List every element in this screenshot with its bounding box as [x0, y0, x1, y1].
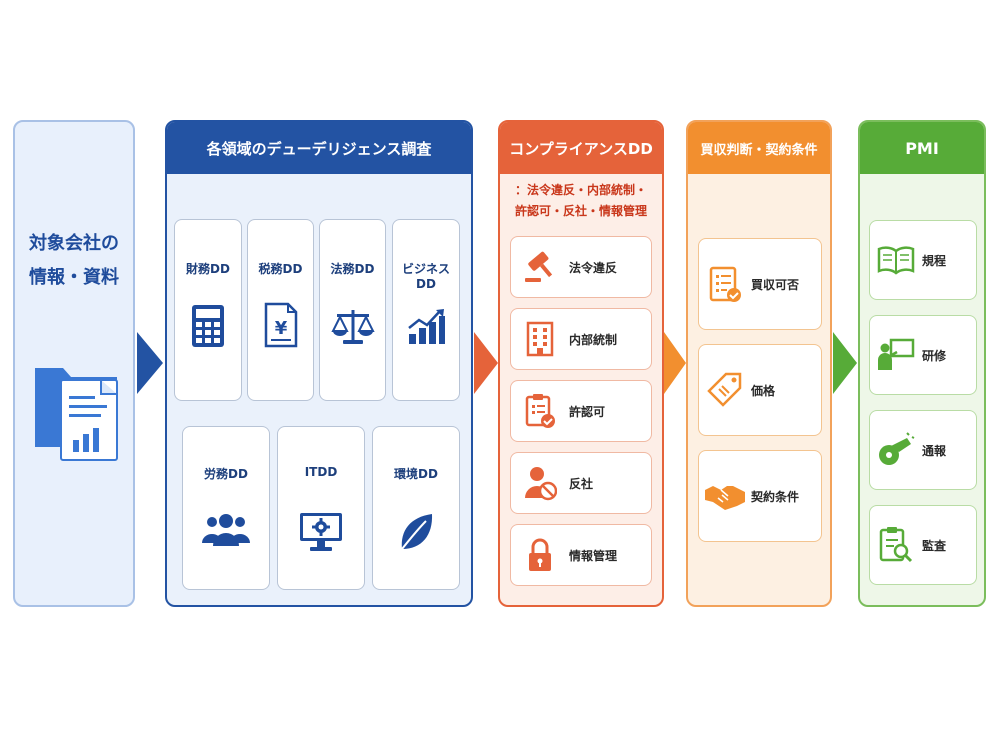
- gavel-icon: [525, 251, 553, 282]
- compliance-item-label: 法令違反: [569, 260, 618, 275]
- decision-item-acquisition: 買収可否: [698, 238, 822, 330]
- checklist-icon: [709, 266, 741, 302]
- clipboard-magnifier-icon: [879, 527, 913, 563]
- dd-item-label: 税務DD: [258, 262, 303, 276]
- flow-arrow-4: [833, 332, 857, 394]
- compliance-item-antisocial: 反社: [510, 452, 652, 514]
- pmi-header: PMI: [860, 122, 984, 174]
- flow-arrow-3: [664, 332, 686, 394]
- decision-item-label: 契約条件: [751, 489, 800, 504]
- yen-document-icon: ¥: [264, 302, 297, 348]
- compliance-subtitle: ：法令違反・内部統制・ 許認可・反社・情報管理: [500, 180, 662, 222]
- decision-item-price: 価格: [698, 344, 822, 436]
- scales-icon: [330, 310, 375, 344]
- clipboard-check-icon: [525, 394, 555, 428]
- pmi-item-label: 規程: [922, 253, 947, 268]
- building-icon: [526, 321, 554, 357]
- flow-arrow-1: [137, 332, 163, 394]
- dd-item-finance: 財務DD: [174, 219, 242, 401]
- compliance-item-license: 許認可: [510, 380, 652, 442]
- pmi-item-label: 研修: [922, 348, 947, 363]
- dd-item-labor: 労務DD: [182, 426, 270, 590]
- compliance-item-label: 内部統制: [569, 332, 618, 347]
- dd-item-legal: 法務DD: [319, 219, 386, 401]
- calculator-icon: [192, 305, 224, 347]
- decision-panel: 買収判断・契約条件 買収可否 価格 契約条件: [686, 120, 832, 607]
- pmi-panel: PMI 規程 研修 通報: [858, 120, 986, 607]
- decision-item-label: 買収可否: [751, 277, 800, 292]
- dd-item-label: 労務DD: [204, 467, 248, 481]
- compliance-header: コンプライアンスDD: [500, 122, 662, 174]
- flow-arrow-2: [474, 332, 498, 394]
- source-title: 対象会社の 情報・資料: [15, 227, 133, 295]
- compliance-item-internal-control: 内部統制: [510, 308, 652, 370]
- open-book-icon: [877, 246, 915, 275]
- person-prohibited-icon: [525, 467, 557, 501]
- handshake-icon: [705, 486, 745, 510]
- pmi-item-label: 監査: [922, 538, 947, 553]
- dd-item-it: ITDD: [277, 426, 365, 590]
- leaf-icon: [401, 514, 433, 550]
- pmi-item-training: 研修: [869, 315, 977, 395]
- dd-item-tax: 税務DD ¥: [247, 219, 314, 401]
- dd-item-label: 法務DD: [330, 262, 375, 276]
- pmi-item-rules: 規程: [869, 220, 977, 300]
- pmi-item-label: 通報: [922, 443, 947, 458]
- price-tag-icon: [707, 372, 742, 407]
- due-diligence-header: 各領域のデューデリジェンス調査: [167, 122, 471, 174]
- due-diligence-panel: 各領域のデューデリジェンス調査 財務DD 税務DD ¥ 法務DD: [165, 120, 473, 607]
- monitor-gear-icon: [300, 513, 342, 551]
- compliance-item-label: 反社: [569, 476, 594, 491]
- pmi-item-whistleblowing: 通報: [869, 410, 977, 490]
- dd-item-environment: 環境DD: [372, 426, 460, 590]
- source-title-line1: 対象会社の: [29, 233, 119, 254]
- compliance-item-label: 情報管理: [569, 548, 618, 563]
- svg-text:¥: ¥: [274, 318, 287, 339]
- compliance-subtitle-line2: 許認可・反社・情報管理: [514, 204, 647, 218]
- compliance-item-law-violation: 法令違反: [510, 236, 652, 298]
- decision-item-label: 価格: [751, 383, 776, 398]
- source-panel: 対象会社の 情報・資料: [13, 120, 135, 607]
- people-icon: [202, 514, 250, 546]
- compliance-panel: コンプライアンスDD ：法令違反・内部統制・ 許認可・反社・情報管理 法令違反 …: [498, 120, 664, 607]
- compliance-subtitle-line1: ：法令違反・内部統制・: [514, 183, 647, 197]
- folder-document-chart-icon: [35, 368, 118, 461]
- growth-chart-icon: [408, 309, 445, 344]
- pmi-item-audit: 監査: [869, 505, 977, 585]
- dd-item-business: ビジネスDD: [392, 219, 460, 401]
- presenter-board-icon: [878, 338, 915, 370]
- dd-item-label: ビジネスDD: [401, 262, 450, 291]
- padlock-icon: [529, 538, 551, 571]
- source-title-line2: 情報・資料: [29, 267, 119, 288]
- compliance-item-info-management: 情報管理: [510, 524, 652, 586]
- dd-item-label: ITDD: [304, 465, 338, 479]
- whistle-icon: [879, 432, 915, 465]
- compliance-item-label: 許認可: [569, 404, 606, 419]
- dd-item-label: 財務DD: [186, 262, 230, 276]
- dd-item-label: 環境DD: [394, 467, 438, 481]
- decision-header: 買収判断・契約条件: [688, 122, 830, 174]
- decision-item-contract-terms: 契約条件: [698, 450, 822, 542]
